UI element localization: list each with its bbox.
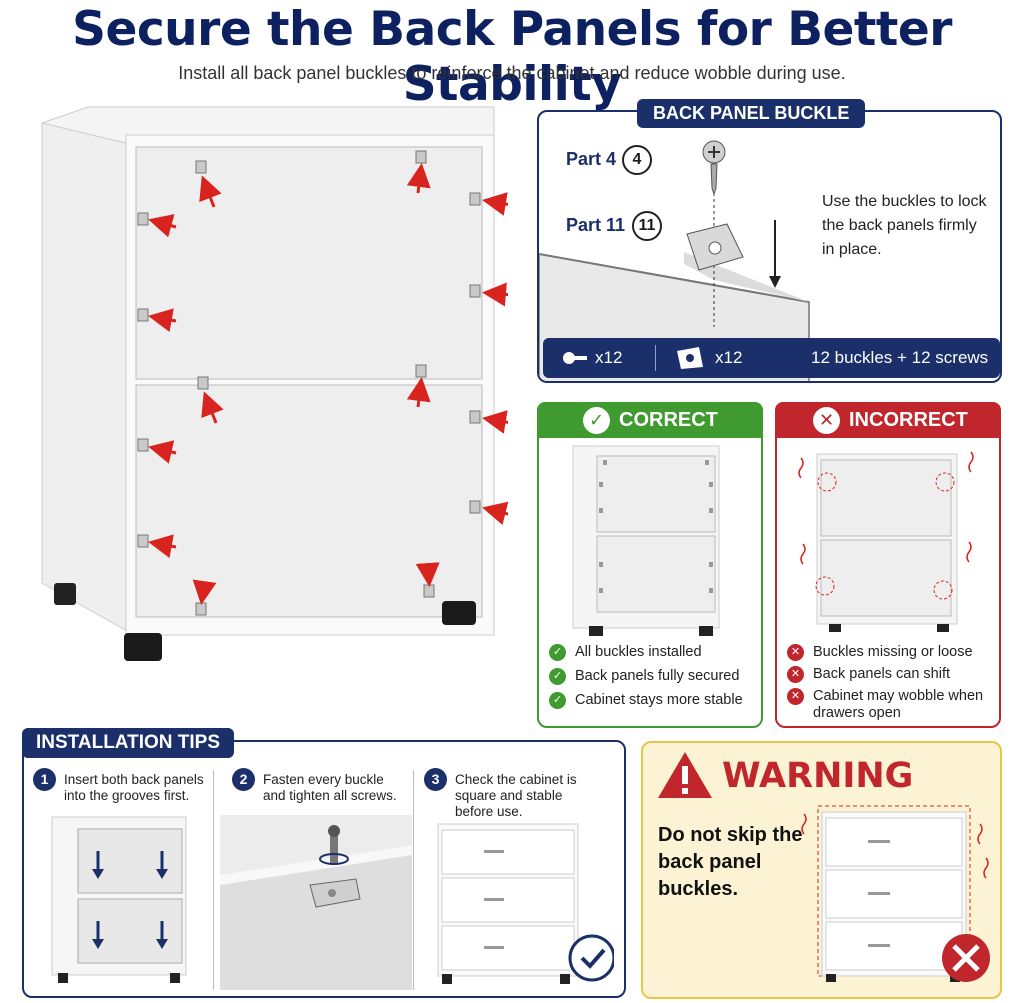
check-icon: ✓ <box>549 668 566 685</box>
part4-label: Part 4 <box>566 149 617 169</box>
buckle-section-tag: BACK PANEL BUCKLE <box>637 99 866 128</box>
x-icon: ✕ <box>787 688 804 705</box>
buckle-count: x12 <box>715 348 743 367</box>
check-icon: ✓ <box>549 692 566 709</box>
x-icon: ✕ <box>787 644 804 661</box>
correct-panel: ✓ CORRECT ✓All buckles installed ✓Back p… <box>537 402 763 728</box>
incorrect-panel: ✕ INCORRECT ✕Buckles missing or loose ✕B… <box>775 402 1001 728</box>
page-title: Secure the Back Panels for Better Stabil… <box>72 2 952 112</box>
incorrect-title: INCORRECT <box>849 409 968 431</box>
warning-text: Do not skip the back panel buckles. <box>658 824 803 900</box>
part11-number: 11 <box>632 211 662 241</box>
page-subtitle: Install all back panel buckles to reinfo… <box>178 63 846 83</box>
x-icon: ✕ <box>787 666 804 683</box>
step-3-number: 3 <box>424 768 447 791</box>
list-item: ✕Buckles missing or loose <box>787 644 999 661</box>
check-icon: ✓ <box>549 644 566 661</box>
cabinet-back-illustration <box>40 106 508 661</box>
step-3-illustration <box>437 823 614 984</box>
step-1-number: 1 <box>33 768 56 791</box>
parts-total: 12 buckles + 12 screws <box>811 348 989 367</box>
step-2-number: 2 <box>232 768 255 791</box>
incorrect-header: ✕ INCORRECT <box>775 402 1001 438</box>
step-divider <box>213 770 214 990</box>
part4-number: 4 <box>622 145 652 175</box>
screw-icon <box>563 352 587 364</box>
list-item: ✕Cabinet may wobble when drawers open <box>787 688 999 722</box>
buckle-icon <box>677 347 703 369</box>
warning-title: WARNING <box>722 756 914 796</box>
check-icon: ✓ <box>583 407 610 434</box>
list-item: ✓Back panels fully secured <box>549 668 743 685</box>
tips-section-tag: INSTALLATION TIPS <box>22 728 235 758</box>
screw-count: x12 <box>595 348 623 367</box>
x-icon: ✕ <box>813 407 840 434</box>
list-item: ✕Back panels can shift <box>787 666 999 683</box>
buckle-note: Use the buckles to lock the back panels … <box>822 193 987 258</box>
step-divider <box>413 770 414 990</box>
parts-count-bar: x12 x12 12 buckles + 12 screws <box>543 338 1000 378</box>
correct-title: CORRECT <box>619 409 718 431</box>
step-2-text: Fasten every buckle and tighten all scre… <box>263 772 397 803</box>
step-1-illustration <box>51 816 187 983</box>
checkmark-icon <box>568 934 614 982</box>
warning-triangle-icon <box>658 752 712 798</box>
list-item: ✓All buckles installed <box>549 644 743 661</box>
step-3-text: Check the cabinet is square and stable b… <box>455 772 577 819</box>
correct-header: ✓ CORRECT <box>537 402 763 438</box>
step-2-illustration <box>220 815 412 990</box>
cabinet-correct-illustration <box>572 445 720 636</box>
buckle-detail-panel <box>537 110 1002 383</box>
list-item: ✓Cabinet stays more stable <box>549 692 743 709</box>
step-1-text: Insert both back panels into the grooves… <box>64 772 204 803</box>
part11-label: Part 11 <box>566 215 626 235</box>
cabinet-warning-illustration <box>801 805 990 982</box>
cabinet-incorrect-illustration <box>798 451 974 632</box>
bar-divider <box>655 345 656 371</box>
